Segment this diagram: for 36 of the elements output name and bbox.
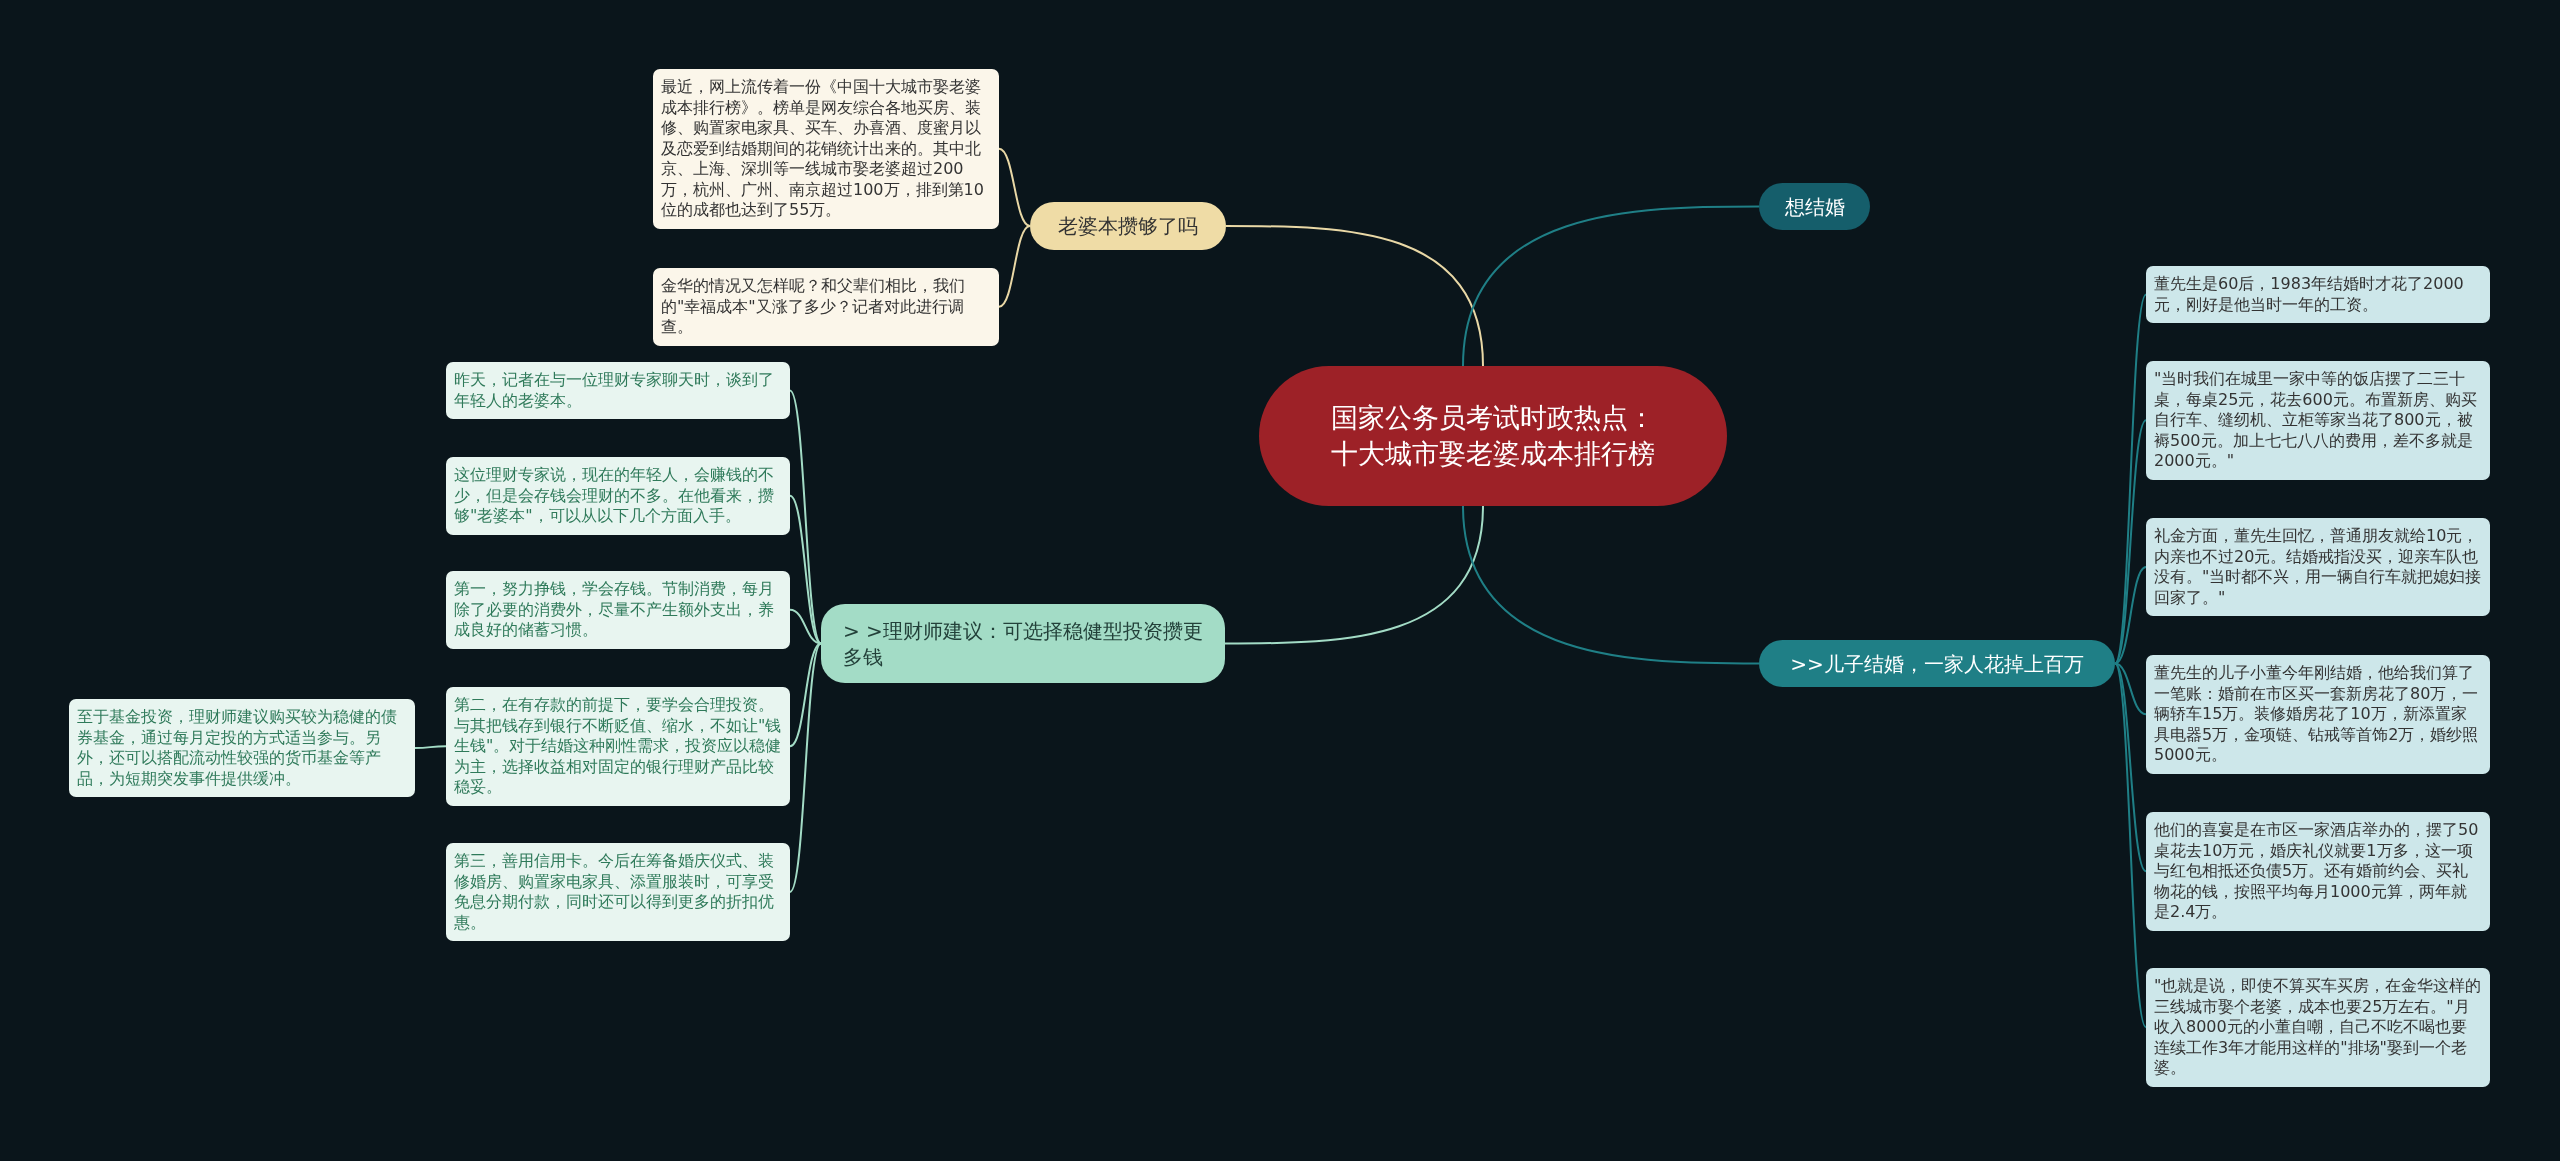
note-card: 他们的喜宴是在市区一家酒店举办的，摆了50桌花去10万元，婚庆礼仪就要1万多，这一项与红包相抵还负债5万。还有婚前约会、买礼物花的钱，按照平均每月1000元算，两年就是2.4万。 bbox=[2146, 812, 2490, 931]
topic-box: 老婆本攒够了吗 bbox=[1030, 202, 1226, 250]
connector-line bbox=[789, 642, 822, 893]
connector-line bbox=[1462, 505, 1760, 665]
topic-box: 想结婚 bbox=[1759, 183, 1870, 230]
central-topic: 国家公务员考试时政热点：十大城市娶老婆成本排行榜 bbox=[1259, 366, 1727, 506]
note-card: 这位理财专家说，现在的年轻人，会赚钱的不少，但是会存钱会理财的不多。在他看来，攒够"老婆本"，可以从以下几个方面入手。 bbox=[446, 457, 790, 535]
connector-line bbox=[998, 147, 1031, 227]
note-card: 金华的情况又怎样呢？和父辈们相比，我们的"幸福成本"又涨了多少？记者对此进行调查。 bbox=[653, 268, 999, 346]
connector-line bbox=[998, 225, 1031, 308]
connector-line bbox=[2114, 419, 2147, 665]
topic-box: >>儿子结婚，一家人花掉上百万 bbox=[1759, 640, 2115, 687]
connector-line bbox=[789, 389, 822, 645]
connector-line bbox=[789, 642, 822, 748]
connector-line bbox=[414, 745, 447, 749]
connector-line bbox=[1224, 505, 1484, 645]
note-card: 董先生是60后，1983年结婚时才花了2000元，刚好是他当时一年的工资。 bbox=[2146, 266, 2490, 323]
topic-box: > >理财师建议：可选择稳健型投资攒更多钱 bbox=[821, 604, 1225, 683]
connector-line bbox=[2114, 566, 2147, 665]
note-card: 至于基金投资，理财师建议购买较为稳健的债券基金，通过每月定投的方式适当参与。另外，还可以搭配流动性较强的货币基金等产品，为短期突发事件提供缓冲。 bbox=[69, 699, 415, 797]
connector-line bbox=[1462, 205, 1760, 367]
connector-line bbox=[789, 608, 822, 645]
note-card: 董先生的儿子小董今年刚结婚，他给我们算了一笔账：婚前在市区买一套新房花了80万，一辆轿车15万。装修婚房花了10万，新添置家具电器5万，金项链、钻戒等首饰2万，婚纱照5000元。 bbox=[2146, 655, 2490, 774]
connector-line bbox=[2114, 662, 2147, 1029]
connector-line bbox=[1225, 225, 1484, 367]
connector-line bbox=[789, 494, 822, 645]
note-card: 第二，在有存款的前提下，要学会合理投资。与其把钱存到银行不断贬值、缩水，不如让"钱生钱"。对于结婚这种刚性需求，投资应以稳健为主，选择收益相对固定的银行理财产品比较稳妥。 bbox=[446, 687, 790, 806]
note-card: 最近，网上流传着一份《中国十大城市娶老婆成本排行榜》。榜单是网友综合各地买房、装修、购置家电家具、买车、办喜酒、度蜜月以及恋爱到结婚期间的花销统计出来的。其中北京、上海、深圳等一线城市娶老婆超过200万，杭州、广州、南京超过100万，排到第10位的成都也达到了55万。 bbox=[653, 69, 999, 229]
connector-line bbox=[2114, 662, 2147, 716]
note-card: 昨天，记者在与一位理财专家聊天时，谈到了年轻人的老婆本。 bbox=[446, 362, 790, 419]
note-card: "也就是说，即使不算买车买房，在金华这样的三线城市娶个老婆，成本也要25万左右。"月收入8000元的小董自嘲，自己不吃不喝也要连续工作3年才能用这样的"排场"娶到一个老婆。 bbox=[2146, 968, 2490, 1087]
note-card: "当时我们在城里一家中等的饭店摆了二三十桌，每桌25元，花去600元。布置新房、购买自行车、缝纫机、立柜等家当花了800元，被褥500元。加上七七八八的费用，差不多就是2000元。" bbox=[2146, 361, 2490, 480]
note-card: 第一，努力挣钱，学会存钱。节制消费，每月除了必要的消费外，尽量不产生额外支出，养成良好的储蓄习惯。 bbox=[446, 571, 790, 649]
connector-line bbox=[2114, 662, 2147, 873]
note-card: 第三，善用信用卡。今后在筹备婚庆仪式、装修婚房、购置家电家具、添置服装时，可享受免息分期付款，同时还可以得到更多的折扣优惠。 bbox=[446, 843, 790, 941]
note-card: 礼金方面，董先生回忆，普通朋友就给10元，内亲也不过20元。结婚戒指没买，迎亲车队也没有。"当时都不兴，用一辆自行车就把媳妇接回家了。" bbox=[2146, 518, 2490, 616]
